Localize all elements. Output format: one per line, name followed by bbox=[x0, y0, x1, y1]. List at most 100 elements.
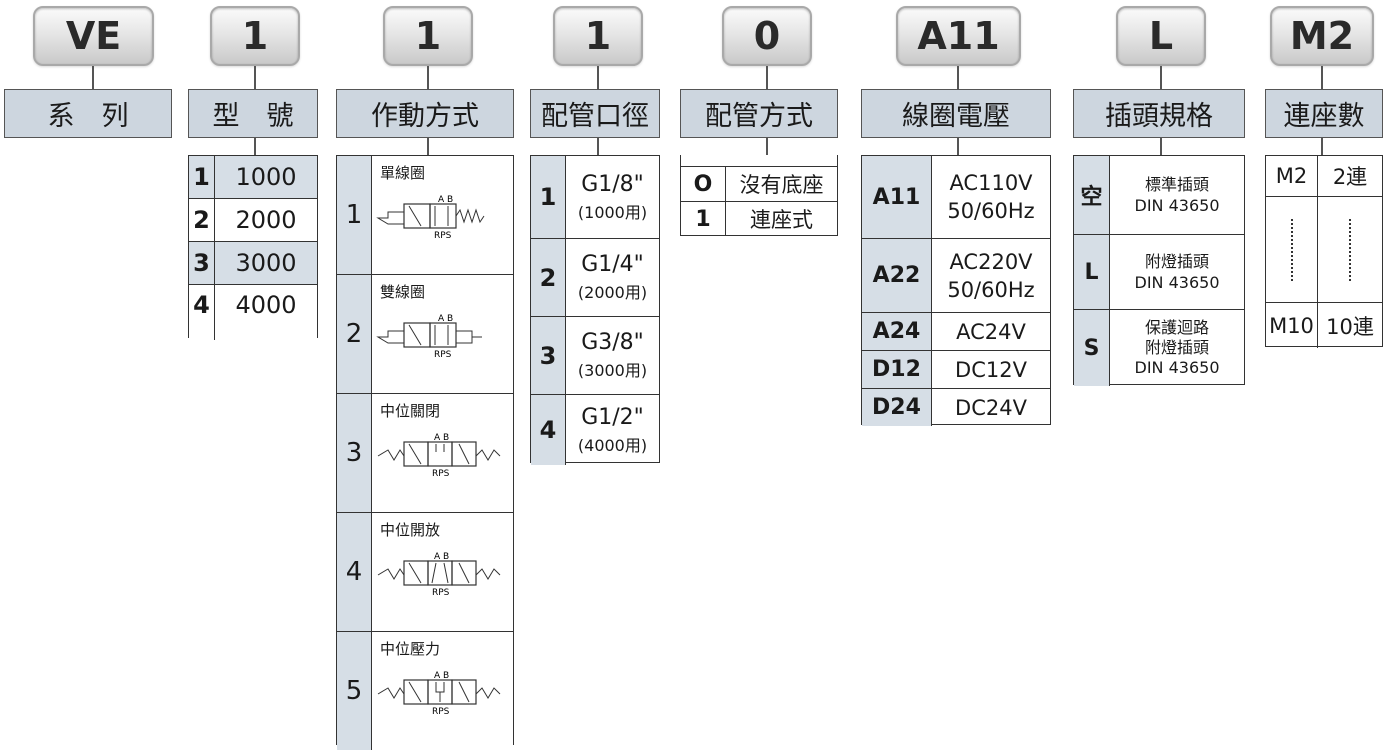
station-value: 10連 bbox=[1326, 314, 1374, 339]
port-table: 1 G1/8" (1000用) 2 G1/4" (2000用) 3 G3/8" … bbox=[530, 155, 660, 465]
header-plug-label: 插頭規格 bbox=[1105, 101, 1213, 132]
table-row: A24 AC24V bbox=[862, 313, 1050, 351]
connector-line bbox=[597, 66, 599, 89]
action-table: 1 單線圈 A B RPS 2 雙線圈 A B bbox=[336, 155, 514, 750]
table-row: 4 4000 bbox=[189, 285, 317, 340]
table-row: L 附燈插頭 DIN 43650 bbox=[1074, 235, 1244, 310]
connector-line bbox=[1160, 66, 1162, 89]
model-value: 4000 bbox=[235, 291, 297, 319]
port-note: (1000用) bbox=[577, 202, 648, 222]
connector-line bbox=[957, 66, 959, 89]
port-size: G1/8" bbox=[581, 171, 644, 197]
table-row: 5 中位壓力 A B RPS bbox=[337, 632, 513, 750]
model-key: 4 bbox=[189, 285, 215, 340]
svg-text:RPS: RPS bbox=[432, 588, 450, 597]
connector-line bbox=[1321, 66, 1323, 89]
header-port-label: 配管口徑 bbox=[541, 101, 649, 132]
svg-text:A B: A B bbox=[434, 433, 449, 443]
piping-value: 沒有底座 bbox=[739, 173, 824, 197]
code-action: 1 bbox=[414, 14, 442, 58]
piping-value: 連座式 bbox=[750, 208, 813, 232]
port-key: 3 bbox=[531, 317, 566, 394]
voltage-frequency: 50/60Hz bbox=[947, 277, 1035, 302]
code-model: 1 bbox=[241, 14, 269, 58]
model-key: 1 bbox=[189, 156, 215, 198]
code-voltage: A11 bbox=[917, 14, 1000, 58]
model-key: 2 bbox=[189, 199, 215, 241]
code-box-piping: 0 bbox=[722, 6, 812, 66]
plug-name: 保護迴路 bbox=[1144, 318, 1209, 337]
plug-standard: DIN 43650 bbox=[1134, 273, 1220, 292]
connector-line bbox=[427, 138, 429, 155]
code-piping: 0 bbox=[753, 14, 781, 58]
svg-text:RPS: RPS bbox=[432, 707, 450, 716]
single-solenoid-valve-symbol: A B RPS bbox=[376, 195, 485, 240]
svg-text:A B: A B bbox=[438, 314, 453, 324]
table-row: O 沒有底座 bbox=[681, 167, 837, 202]
piping-table: O 沒有底座 1 連座式 bbox=[680, 155, 838, 236]
header-series: 系 列 bbox=[4, 89, 172, 138]
table-row: 2 雙線圈 A B RPS bbox=[337, 275, 513, 394]
action-key: 5 bbox=[337, 632, 372, 750]
action-cell: 中位開放 A B RPS bbox=[372, 513, 513, 631]
svg-text:A B: A B bbox=[434, 552, 449, 562]
station-key: M2 bbox=[1266, 156, 1318, 196]
code-port: 1 bbox=[584, 14, 612, 58]
svg-text:RPS: RPS bbox=[434, 231, 452, 240]
table-row: 2 G1/4" (2000用) bbox=[531, 239, 659, 317]
header-series-label: 系 列 bbox=[47, 101, 129, 132]
code-box-series: VE bbox=[33, 6, 154, 66]
port-size: G3/8" bbox=[581, 330, 644, 355]
table-row: 1 G1/8" (1000用) bbox=[531, 156, 659, 239]
table-row: 1 單線圈 A B RPS bbox=[337, 156, 513, 275]
double-solenoid-valve-symbol: A B RPS bbox=[376, 314, 482, 359]
connector-line bbox=[92, 66, 94, 89]
table-row: 3 G3/8" (3000用) bbox=[531, 317, 659, 395]
voltage-key: A11 bbox=[862, 156, 932, 238]
plug-name-2: 附燈插頭 bbox=[1144, 338, 1209, 357]
connector-line bbox=[1160, 138, 1162, 155]
plug-name: 附燈插頭 bbox=[1144, 252, 1209, 271]
model-value: 2000 bbox=[235, 206, 297, 234]
table-row: 空 標準插頭 DIN 43650 bbox=[1074, 156, 1244, 235]
piping-key: 1 bbox=[681, 202, 726, 236]
ellipsis-dots bbox=[1318, 197, 1382, 302]
center-pressure-valve-symbol: A B RPS bbox=[377, 671, 501, 716]
center-exhaust-valve-symbol: A B RPS bbox=[377, 552, 501, 597]
table-row: D24 DC24V bbox=[862, 389, 1050, 426]
connector-line bbox=[1321, 138, 1323, 155]
station-table: M2 2連 M10 10連 bbox=[1265, 155, 1383, 348]
port-key: 2 bbox=[531, 239, 566, 316]
plug-name: 標準插頭 bbox=[1144, 175, 1209, 194]
svg-text:A B: A B bbox=[438, 195, 453, 205]
connector-line bbox=[957, 138, 959, 155]
code-plug: L bbox=[1148, 14, 1174, 58]
station-key: M10 bbox=[1266, 303, 1318, 348]
svg-text:RPS: RPS bbox=[434, 350, 452, 359]
svg-text:RPS: RPS bbox=[432, 469, 450, 478]
header-piping-label: 配管方式 bbox=[705, 101, 813, 132]
table-row: 4 G1/2" (4000用) bbox=[531, 395, 659, 465]
action-label: 單線圈 bbox=[380, 164, 426, 182]
plug-key: L bbox=[1074, 235, 1110, 309]
voltage-frequency: 50/60Hz bbox=[947, 199, 1035, 223]
table-row: 1 連座式 bbox=[681, 202, 837, 236]
connector-line bbox=[254, 66, 256, 89]
connector-line bbox=[766, 138, 768, 155]
model-table: 1 1000 2 2000 3 3000 4 4000 bbox=[188, 155, 318, 340]
port-note: (3000用) bbox=[577, 361, 648, 380]
voltage-value: AC24V bbox=[956, 319, 1026, 344]
table-row: A11 AC110V 50/60Hz bbox=[862, 156, 1050, 239]
model-key: 3 bbox=[189, 242, 215, 284]
voltage-key: A24 bbox=[862, 313, 932, 350]
voltage-key: A22 bbox=[862, 239, 932, 312]
header-plug: 插頭規格 bbox=[1073, 89, 1245, 138]
action-cell: 單線圈 A B RPS bbox=[372, 156, 513, 274]
table-row: 3 中位關閉 A B RPS bbox=[337, 394, 513, 513]
plug-standard: DIN 43650 bbox=[1134, 358, 1220, 377]
plug-key: S bbox=[1074, 310, 1110, 386]
action-key: 2 bbox=[337, 275, 372, 393]
code-box-station: M2 bbox=[1270, 6, 1374, 66]
connector-line bbox=[766, 66, 768, 89]
action-key: 1 bbox=[337, 156, 372, 274]
